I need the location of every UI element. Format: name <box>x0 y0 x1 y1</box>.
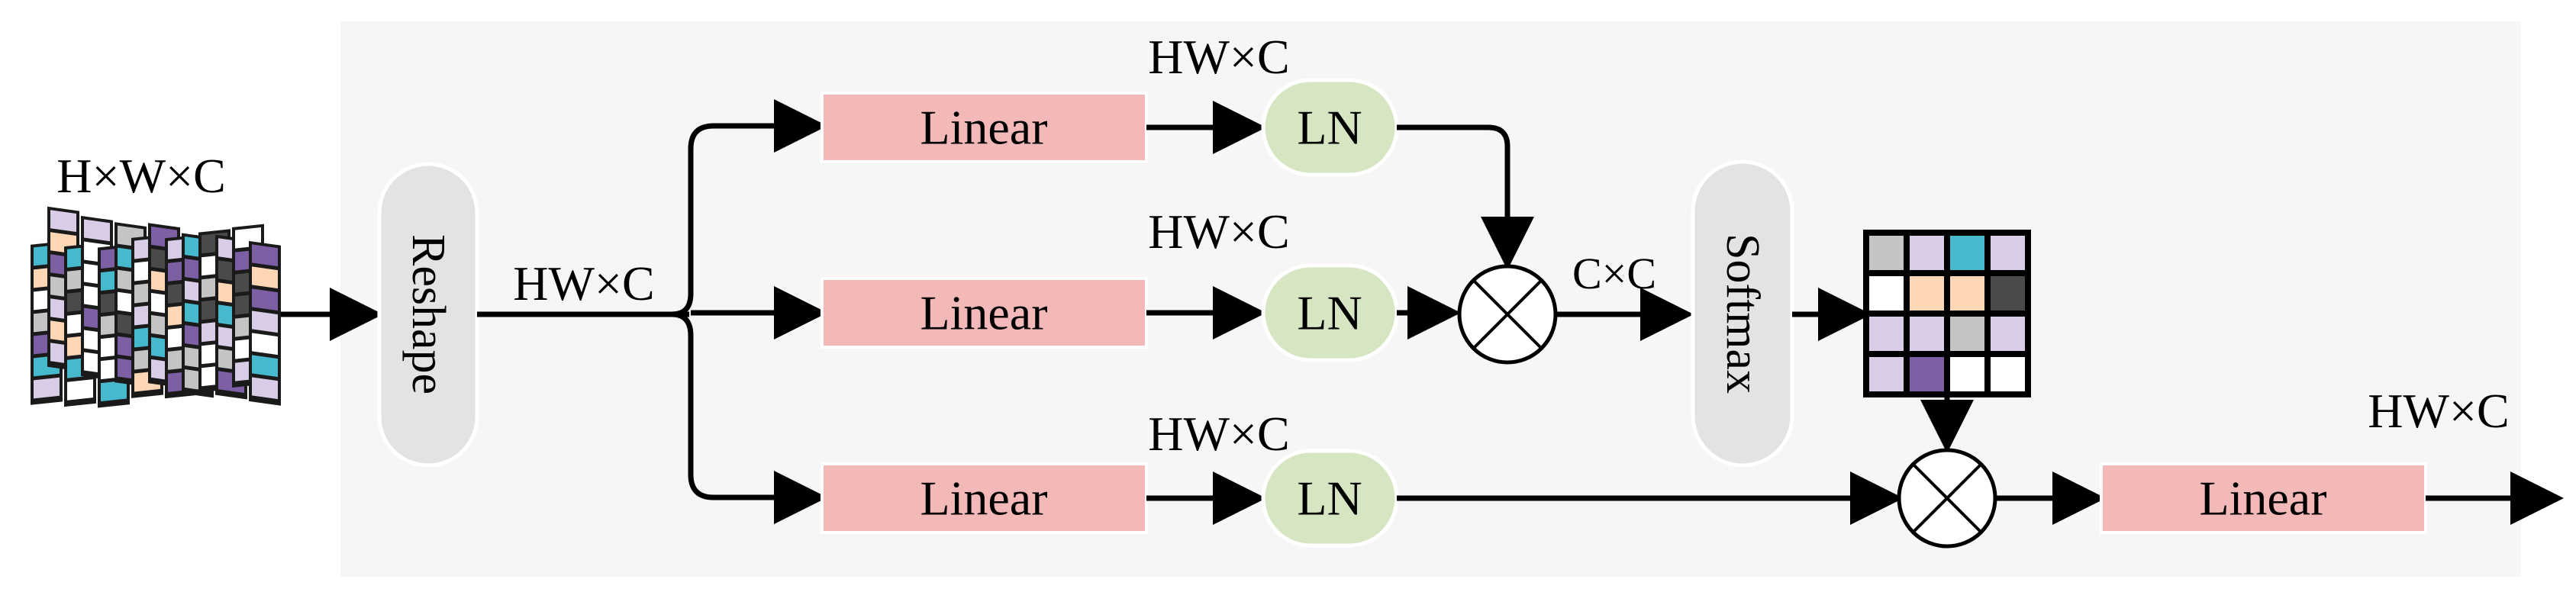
hw-c-bottom-label: HW×C <box>1148 407 1289 461</box>
feature-map-cell <box>252 288 278 311</box>
linear-block-bottom: Linear <box>821 462 1148 534</box>
matrix-cell <box>1869 317 1904 351</box>
matrix-cell <box>1910 317 1944 351</box>
reshape-label: Reshape <box>402 234 454 394</box>
feature-map-cell <box>34 377 60 399</box>
matrix-cell <box>1991 317 2025 351</box>
feature-map-cell <box>50 210 76 233</box>
linear-block-output: Linear <box>2100 462 2427 534</box>
linear-out-label: Linear <box>2200 471 2327 526</box>
feature-map-cell <box>101 380 127 402</box>
hw-c-top-label: HW×C <box>1148 30 1289 84</box>
matrix-cell <box>1910 276 1944 311</box>
branch-connector <box>671 123 714 500</box>
matrix-cell <box>1950 276 1984 311</box>
circled-times-icon <box>1897 448 1997 549</box>
matrix-cell <box>1991 236 2025 270</box>
linear-mid-label: Linear <box>920 286 1048 340</box>
feature-map-stack-icon <box>31 206 281 408</box>
hw-c-mid-label: HW×C <box>1148 204 1289 259</box>
matrix-cell <box>1991 357 2025 391</box>
linear-block-mid: Linear <box>821 277 1148 349</box>
ln-bottom-label: LN <box>1297 471 1362 526</box>
ln-mid-label: LN <box>1297 286 1362 340</box>
ln-block-bottom: LN <box>1261 449 1399 548</box>
matrix-cell <box>1950 236 1984 270</box>
matrix-cell <box>1869 357 1904 391</box>
circled-times-icon <box>1457 264 1558 365</box>
feature-map-cell <box>252 244 278 267</box>
softmax-label: Softmax <box>1717 233 1768 394</box>
feature-map-sheet <box>249 240 281 406</box>
matrix-cell <box>1869 236 1904 270</box>
softmax-block: Softmax <box>1691 159 1794 468</box>
feature-map-cell <box>84 219 110 242</box>
ln-block-mid: LN <box>1261 263 1399 362</box>
attention-matrix-icon <box>1863 230 2031 397</box>
matrix-cell <box>1869 276 1904 311</box>
feature-map-cell <box>252 377 278 400</box>
ln-block-top: LN <box>1261 78 1399 177</box>
matrix-cell <box>1950 357 1984 391</box>
hw-c-output-label: HW×C <box>2368 384 2509 438</box>
matrix-cell <box>1910 357 1944 391</box>
matrix-cell <box>1910 236 1944 270</box>
input-dims-label: H×W×C <box>56 149 226 203</box>
feature-map-cell <box>252 266 278 289</box>
hw-c-main-label: HW×C <box>513 256 654 311</box>
c-c-label: C×C <box>1572 249 1656 298</box>
feature-map-cell <box>252 355 278 378</box>
arrow-ln-top-to-multiply <box>1397 124 1534 270</box>
feature-map-cell <box>252 311 278 333</box>
matrix-cell <box>1950 317 1984 351</box>
feature-map-cell <box>67 379 93 401</box>
matrix-cell <box>1991 276 2025 311</box>
linear-block-top: Linear <box>821 92 1148 163</box>
reshape-block: Reshape <box>377 162 479 468</box>
feature-map-cell <box>252 333 278 356</box>
ln-top-label: LN <box>1297 101 1362 155</box>
linear-top-label: Linear <box>920 101 1048 155</box>
linear-bottom-label: Linear <box>920 471 1048 526</box>
